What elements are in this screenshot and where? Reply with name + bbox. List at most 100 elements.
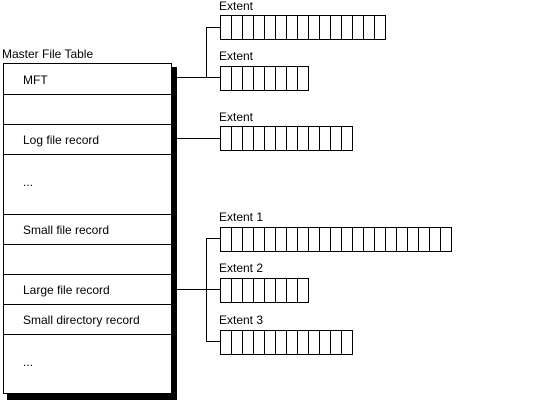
row-mft-label: MFT xyxy=(23,73,48,87)
connectors xyxy=(172,27,220,342)
extent-cell xyxy=(253,66,265,91)
extent-2-label: Extent 2 xyxy=(219,261,263,275)
extent-cell xyxy=(242,330,254,355)
extent-cell xyxy=(264,278,276,303)
extent-cell xyxy=(242,15,254,40)
extent-cell xyxy=(275,227,287,252)
extent-cell xyxy=(275,126,287,151)
extent-cell xyxy=(286,15,298,40)
extent-strip xyxy=(220,15,386,40)
extent-cell xyxy=(374,227,386,252)
extent-cell xyxy=(220,66,232,91)
extent-cell xyxy=(418,227,430,252)
extent-cell xyxy=(253,330,265,355)
extent-cell xyxy=(286,330,298,355)
extent-strip xyxy=(220,278,309,303)
extent-cell xyxy=(308,15,320,40)
extent-cell xyxy=(407,227,419,252)
extent-cell xyxy=(330,227,342,252)
extent-cell xyxy=(319,15,331,40)
extent-cell xyxy=(319,227,331,252)
extent-cell xyxy=(308,126,320,151)
extent-cell xyxy=(220,126,232,151)
extent-cell xyxy=(231,15,243,40)
extent-strip xyxy=(220,66,309,91)
row-small-file-record-label: Small file record xyxy=(23,223,109,237)
extent-cell xyxy=(242,278,254,303)
extent-cell xyxy=(352,15,364,40)
extent-cell xyxy=(297,15,309,40)
extent-cell xyxy=(231,66,243,91)
extent-cell xyxy=(341,330,353,355)
extent-3-label: Extent 3 xyxy=(219,313,263,327)
extent-cell xyxy=(330,15,342,40)
extent-cell xyxy=(242,66,254,91)
extent-cell xyxy=(440,227,452,252)
connector-large-file-trunk xyxy=(206,238,220,342)
table-title: Master File Table xyxy=(2,47,93,61)
extent-cell xyxy=(352,227,364,252)
row-ellipsis-label: ... xyxy=(23,355,33,369)
extent-cell xyxy=(330,126,342,151)
extent-cell xyxy=(341,15,353,40)
extent-cell xyxy=(220,278,232,303)
extent-cell xyxy=(363,15,375,40)
extent-cell xyxy=(363,227,375,252)
extent-cell xyxy=(275,330,287,355)
extent-strip xyxy=(220,227,452,252)
extent-cell xyxy=(220,330,232,355)
master-file-table xyxy=(3,63,172,394)
extent-1-label: Extent 1 xyxy=(219,210,263,224)
extent-cell xyxy=(341,126,353,151)
table-rows: MFT Log file record ... Small file recor… xyxy=(4,73,171,369)
extent-cell xyxy=(275,15,287,40)
extent-cell xyxy=(231,278,243,303)
extent-cell xyxy=(297,330,309,355)
extent-cell xyxy=(308,227,320,252)
extent-strip xyxy=(220,330,353,355)
extent-cell xyxy=(396,227,408,252)
row-small-directory-record-label: Small directory record xyxy=(23,313,140,327)
extent-cell xyxy=(275,66,287,91)
extent-cell xyxy=(253,126,265,151)
extent-cell xyxy=(319,126,331,151)
extent-cell xyxy=(286,66,298,91)
row-large-file-record-label: Large file record xyxy=(23,283,110,297)
extent-cell xyxy=(341,227,353,252)
extent-cell xyxy=(253,227,265,252)
extent-cell xyxy=(242,227,254,252)
extent-cell xyxy=(297,278,309,303)
extent-cell xyxy=(275,278,287,303)
extent-cell xyxy=(308,330,320,355)
extent-cell xyxy=(330,330,342,355)
extent-label: Extent xyxy=(219,0,254,13)
extent-cell xyxy=(231,330,243,355)
extent-cell xyxy=(429,227,441,252)
extent-cell xyxy=(374,15,386,40)
extent-cell xyxy=(286,227,298,252)
extent-cell xyxy=(253,278,265,303)
extent-cell xyxy=(264,126,276,151)
extent-cell xyxy=(297,66,309,91)
extent-cell xyxy=(220,227,232,252)
extent-cell xyxy=(286,126,298,151)
extent-label: Extent xyxy=(219,49,254,63)
extent-cell xyxy=(253,15,265,40)
extent-cell xyxy=(242,126,254,151)
extent-cell xyxy=(231,227,243,252)
extent-cell xyxy=(385,227,397,252)
extent-cell xyxy=(297,227,309,252)
connector-mft xyxy=(172,27,220,78)
extent-cell xyxy=(264,330,276,355)
extent-cell xyxy=(264,227,276,252)
extent-cell xyxy=(319,330,331,355)
extent-cell xyxy=(220,15,232,40)
extent-cell xyxy=(286,278,298,303)
extent-cell xyxy=(264,66,276,91)
extent-cell xyxy=(231,126,243,151)
extent-label: Extent xyxy=(219,110,254,124)
extent-cell xyxy=(297,126,309,151)
extent-cell xyxy=(264,15,276,40)
row-ellipsis-label: ... xyxy=(23,175,33,189)
